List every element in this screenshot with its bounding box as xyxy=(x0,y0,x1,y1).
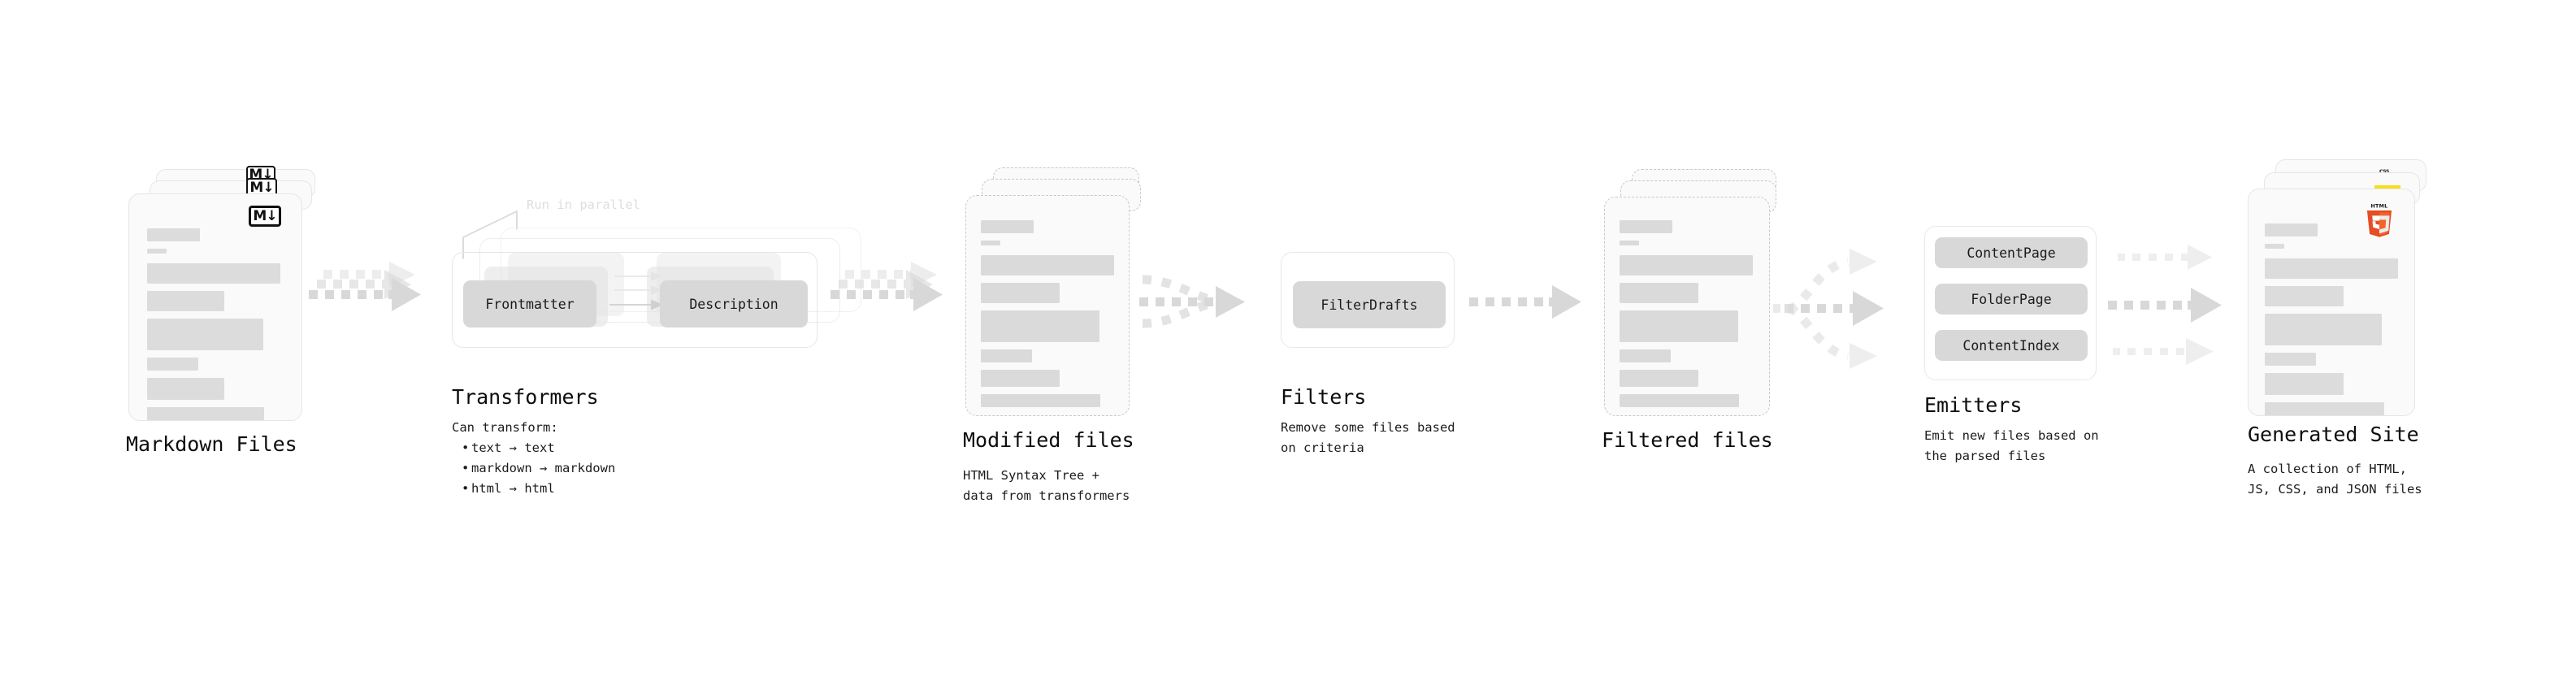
skeleton-bars xyxy=(2265,223,2401,423)
skeleton-bar xyxy=(1620,241,1639,245)
transformer-inner-arrows xyxy=(609,271,664,310)
arrow-transformers-to-modified xyxy=(830,262,943,311)
arrow-modified-to-filters xyxy=(1139,275,1245,328)
modified-file-card xyxy=(965,195,1130,416)
markdown-logo-icon: M↓ xyxy=(249,206,281,227)
skeleton-bar xyxy=(981,370,1060,387)
stage-title-filtered-files: Filtered files xyxy=(1602,428,1773,452)
stage-title-transformers: Transformers xyxy=(452,385,599,409)
stage-subtitle-transformers: Can transform: xyxy=(452,420,558,435)
transformer-groupbox xyxy=(452,252,817,348)
skeleton-bar xyxy=(2265,373,2344,395)
skeleton-bar xyxy=(147,291,224,311)
skeleton-bar xyxy=(2265,223,2318,236)
run-in-parallel-bracket xyxy=(462,210,518,259)
skeleton-bars xyxy=(147,228,284,427)
stage-title-generated-site: Generated Site xyxy=(2248,423,2419,446)
skeleton-bar xyxy=(1620,349,1671,362)
skeleton-bar xyxy=(981,220,1034,233)
list-item: html → html xyxy=(460,479,615,499)
skeleton-bar xyxy=(1620,310,1738,342)
skeleton-bar xyxy=(147,378,224,400)
list-item: text → text xyxy=(460,438,615,458)
skeleton-bar xyxy=(1620,394,1739,407)
skeleton-bar xyxy=(2265,314,2382,345)
arrow-emitters-to-site xyxy=(2108,245,2222,365)
emitter-chip-contentpage[interactable]: ContentPage xyxy=(1935,237,2088,268)
stage-subtitle-filters: Remove some files based on criteria xyxy=(1281,420,1455,456)
arrow-markdown-to-transformers xyxy=(309,262,421,311)
svg-text:HTML: HTML xyxy=(2370,203,2387,209)
skeleton-bar xyxy=(2265,353,2316,366)
skeleton-bar xyxy=(1620,370,1698,387)
skeleton-bar xyxy=(1620,255,1753,275)
skeleton-bars xyxy=(1620,220,1756,414)
skeleton-bar xyxy=(2265,286,2344,306)
skeleton-bar xyxy=(2265,258,2398,279)
emitter-chip-folderpage[interactable]: FolderPage xyxy=(1935,284,2088,314)
skeleton-bar xyxy=(147,407,264,420)
skeleton-bar xyxy=(147,263,280,284)
arrow-filtered-to-emitters xyxy=(1773,249,1884,369)
skeleton-bar xyxy=(981,349,1032,362)
markdown-file-card: M↓ xyxy=(128,193,302,421)
skeleton-bar xyxy=(981,394,1100,407)
skeleton-bar xyxy=(147,319,263,350)
generated-file-card: HTML xyxy=(2248,189,2415,416)
stage-title-emitters: Emitters xyxy=(1924,393,2023,417)
skeleton-bars xyxy=(981,220,1117,414)
skeleton-bar xyxy=(981,255,1114,275)
stage-title-filters: Filters xyxy=(1281,385,1367,409)
stage-subtitle-emitters: Emit new files based on the parsed files xyxy=(1924,428,2099,464)
filters-groupbox xyxy=(1281,252,1455,348)
emitter-chip-contentindex[interactable]: ContentIndex xyxy=(1935,330,2088,361)
stage-title-modified-files: Modified files xyxy=(963,428,1134,452)
list-item: markdown → markdown xyxy=(460,458,615,479)
stage-title-markdown-files: Markdown Files xyxy=(126,432,297,456)
skeleton-bar xyxy=(1620,220,1672,233)
skeleton-bar xyxy=(1620,283,1698,303)
emitters-groupbox xyxy=(1924,226,2097,380)
filter-chip-filterdrafts[interactable]: FilterDrafts xyxy=(1293,281,1446,328)
html5-logo-icon: HTML xyxy=(2366,203,2392,237)
filtered-file-card xyxy=(1604,197,1770,416)
skeleton-bar xyxy=(147,358,198,371)
arrow-filters-to-filtered xyxy=(1469,285,1581,319)
skeleton-bar xyxy=(981,241,1000,245)
skeleton-bar xyxy=(981,310,1099,342)
stage-subtitle-modified-files: HTML Syntax Tree + data from transformer… xyxy=(963,468,1130,504)
transformer-chip-description[interactable]: Description xyxy=(660,280,808,327)
stage-subtitle-generated-site: A collection of HTML, JS, CSS, and JSON … xyxy=(2248,462,2422,497)
skeleton-bar xyxy=(147,249,167,254)
skeleton-bar xyxy=(981,283,1060,303)
skeleton-bar xyxy=(147,228,200,241)
transformers-bullet-list: text → text markdown → markdown html → h… xyxy=(460,438,615,499)
transformer-chip-frontmatter[interactable]: Frontmatter xyxy=(463,280,596,327)
skeleton-bar xyxy=(2265,244,2284,249)
run-in-parallel-label: Run in parallel xyxy=(527,197,640,212)
skeleton-bar xyxy=(2265,402,2384,415)
